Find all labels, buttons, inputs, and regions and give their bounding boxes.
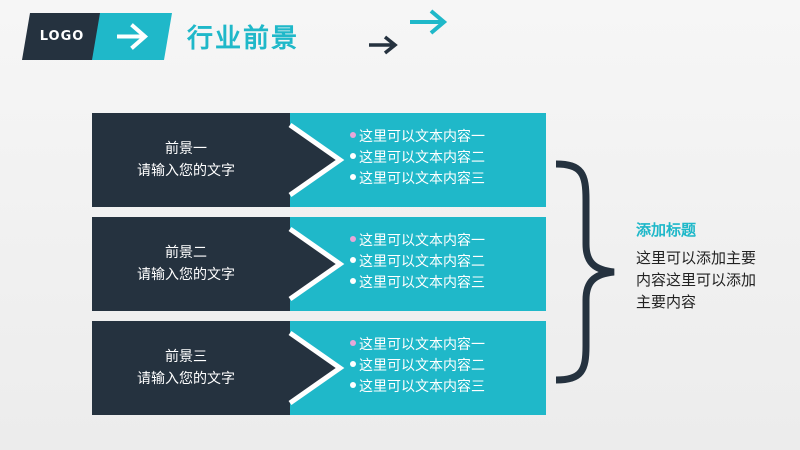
- chevron-arrow-icon: [280, 217, 345, 311]
- bullet-text: 这里可以文本内容三: [359, 275, 485, 291]
- bullet-list: 这里可以文本内容一 这里可以文本内容二 这里可以文本内容三: [350, 231, 485, 294]
- bullet-item: 这里可以文本内容三: [350, 169, 485, 190]
- decorative-arrow-icon: [410, 9, 448, 35]
- bullet-text: 这里可以文本内容一: [359, 129, 485, 145]
- bullet-list: 这里可以文本内容一 这里可以文本内容二 这里可以文本内容三: [350, 127, 485, 190]
- chevron-arrow-icon: [280, 321, 345, 415]
- bullet-text: 这里可以文本内容三: [359, 379, 485, 395]
- bullet-dot: [350, 361, 356, 367]
- bullet-item: 这里可以文本内容一: [350, 127, 485, 148]
- forecast-subtitle: 请输入您的文字: [137, 371, 235, 387]
- bullet-dot: [350, 257, 356, 263]
- forecast-row-2: 前景二 请输入您的文字 这里可以文本内容一 这里可以文本内容二 这里可以文本内容…: [92, 217, 546, 311]
- arrow-right-icon: [117, 23, 149, 50]
- forecast-heading: 前景一: [165, 141, 207, 157]
- forecast-label-block: 前景三 请输入您的文字: [92, 321, 280, 415]
- bullet-item: 这里可以文本内容一: [350, 231, 485, 252]
- bullet-dot: [350, 278, 356, 284]
- bullet-item: 这里可以文本内容三: [350, 377, 485, 398]
- forecast-row-1: 前景一 请输入您的文字 这里可以文本内容一 这里可以文本内容二 这里可以文本内容…: [92, 113, 546, 207]
- bullet-item: 这里可以文本内容二: [350, 252, 485, 273]
- bullet-item: 这里可以文本内容三: [350, 273, 485, 294]
- bullet-text: 这里可以文本内容三: [359, 171, 485, 187]
- page-title: 行业前景: [187, 24, 300, 54]
- bullet-dot: [350, 340, 356, 346]
- bullet-dot: [350, 132, 356, 138]
- bullet-dot: [350, 382, 356, 388]
- forecast-label-block: 前景二 请输入您的文字: [92, 217, 280, 311]
- bullet-text: 这里可以文本内容二: [359, 358, 485, 374]
- bullet-dot: [350, 153, 356, 159]
- forecast-label-block: 前景一 请输入您的文字: [92, 113, 280, 207]
- forecast-heading: 前景三: [165, 349, 207, 365]
- chevron-arrow-icon: [280, 113, 345, 207]
- forecast-heading: 前景二: [165, 245, 207, 261]
- logo: LOGO: [22, 13, 102, 60]
- forecast-subtitle: 请输入您的文字: [137, 163, 235, 179]
- side-title: 添加标题: [636, 221, 697, 239]
- bullet-list: 这里可以文本内容一 这里可以文本内容二 这里可以文本内容三: [350, 335, 485, 398]
- bullet-text: 这里可以文本内容二: [359, 150, 485, 166]
- decorative-arrow-icon: [369, 35, 398, 55]
- forecast-row-3: 前景三 请输入您的文字 这里可以文本内容一 这里可以文本内容二 这里可以文本内容…: [92, 321, 546, 415]
- bullet-text: 这里可以文本内容一: [359, 337, 485, 353]
- forecast-subtitle: 请输入您的文字: [137, 267, 235, 283]
- logo-arrow-box: [92, 13, 172, 60]
- side-body: 这里可以添加主要内容这里可以添加主要内容: [636, 249, 757, 311]
- bullet-dot: [350, 174, 356, 180]
- bullet-item: 这里可以文本内容二: [350, 148, 485, 169]
- bullet-item: 这里可以文本内容一: [350, 335, 485, 356]
- logo-text: LOGO: [39, 29, 85, 44]
- bullet-text: 这里可以文本内容二: [359, 254, 485, 270]
- bullet-item: 这里可以文本内容二: [350, 356, 485, 377]
- curly-brace-icon: [555, 160, 615, 384]
- bullet-dot: [350, 236, 356, 242]
- bullet-text: 这里可以文本内容一: [359, 233, 485, 249]
